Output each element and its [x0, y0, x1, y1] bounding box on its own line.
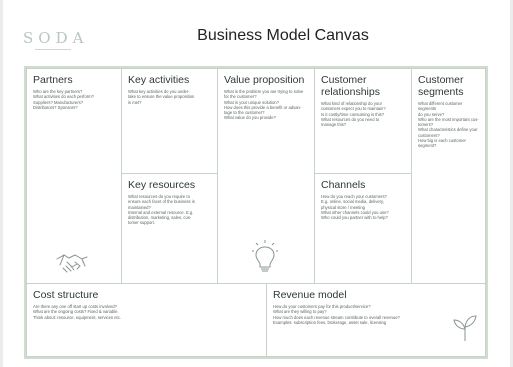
revenue-model-body: How do your customers pay for this produ…	[273, 304, 400, 325]
value-proposition-body: What is the problem you are trying to so…	[224, 89, 304, 121]
value-proposition-block: Value proposition What is the problem yo…	[217, 68, 315, 284]
key-resources-heading: Key resources	[128, 179, 196, 191]
key-resources-body: What resources do you require to ensure …	[128, 194, 195, 226]
customer-relationships-heading: Customer relationships	[321, 74, 380, 98]
channels-block: Channels How do you reach your customers…	[314, 173, 412, 284]
sprout-icon	[453, 315, 477, 341]
key-resources-block: Key resources What resources do you requ…	[121, 173, 218, 284]
cost-structure-heading: Cost structure	[33, 289, 99, 301]
customer-segments-block: Customer segments What different custome…	[411, 68, 486, 284]
channels-body: How do you reach your customers? E.g. on…	[321, 194, 389, 221]
revenue-model-heading: Revenue model	[273, 289, 347, 301]
customer-relationships-body: What kind of relationship do your custom…	[321, 101, 386, 128]
partners-heading: Partners	[33, 74, 73, 86]
logo-underline	[35, 49, 71, 50]
handshake-icon	[56, 254, 88, 273]
partners-block: Partners Who are the key partners? What …	[26, 68, 122, 284]
key-activities-body: What key activities do you under- take t…	[128, 89, 195, 105]
key-activities-block: Key activities What key activities do yo…	[121, 68, 218, 174]
page-title: Business Model Canvas	[197, 27, 369, 44]
cost-structure-block: Cost structure Are there any one off sta…	[26, 283, 267, 357]
lightbulb-icon	[252, 240, 278, 272]
customer-relationships-block: Customer relationships What kind of rela…	[314, 68, 412, 174]
customer-segments-heading: Customer segments	[418, 74, 464, 98]
partners-body: Who are the key partners? What activitie…	[33, 89, 94, 110]
customer-segments-body: What different customer segments do you …	[418, 101, 479, 149]
key-activities-heading: Key activities	[128, 74, 190, 86]
value-proposition-heading: Value proposition	[224, 74, 305, 86]
channels-heading: Channels	[321, 179, 366, 191]
soda-logo: SODA	[23, 29, 89, 47]
revenue-model-block: Revenue model How do your customers pay …	[266, 283, 486, 357]
cost-structure-body: Are there any one off start up costs inv…	[33, 304, 121, 320]
business-model-canvas: Partners Who are the key partners? What …	[24, 66, 488, 359]
